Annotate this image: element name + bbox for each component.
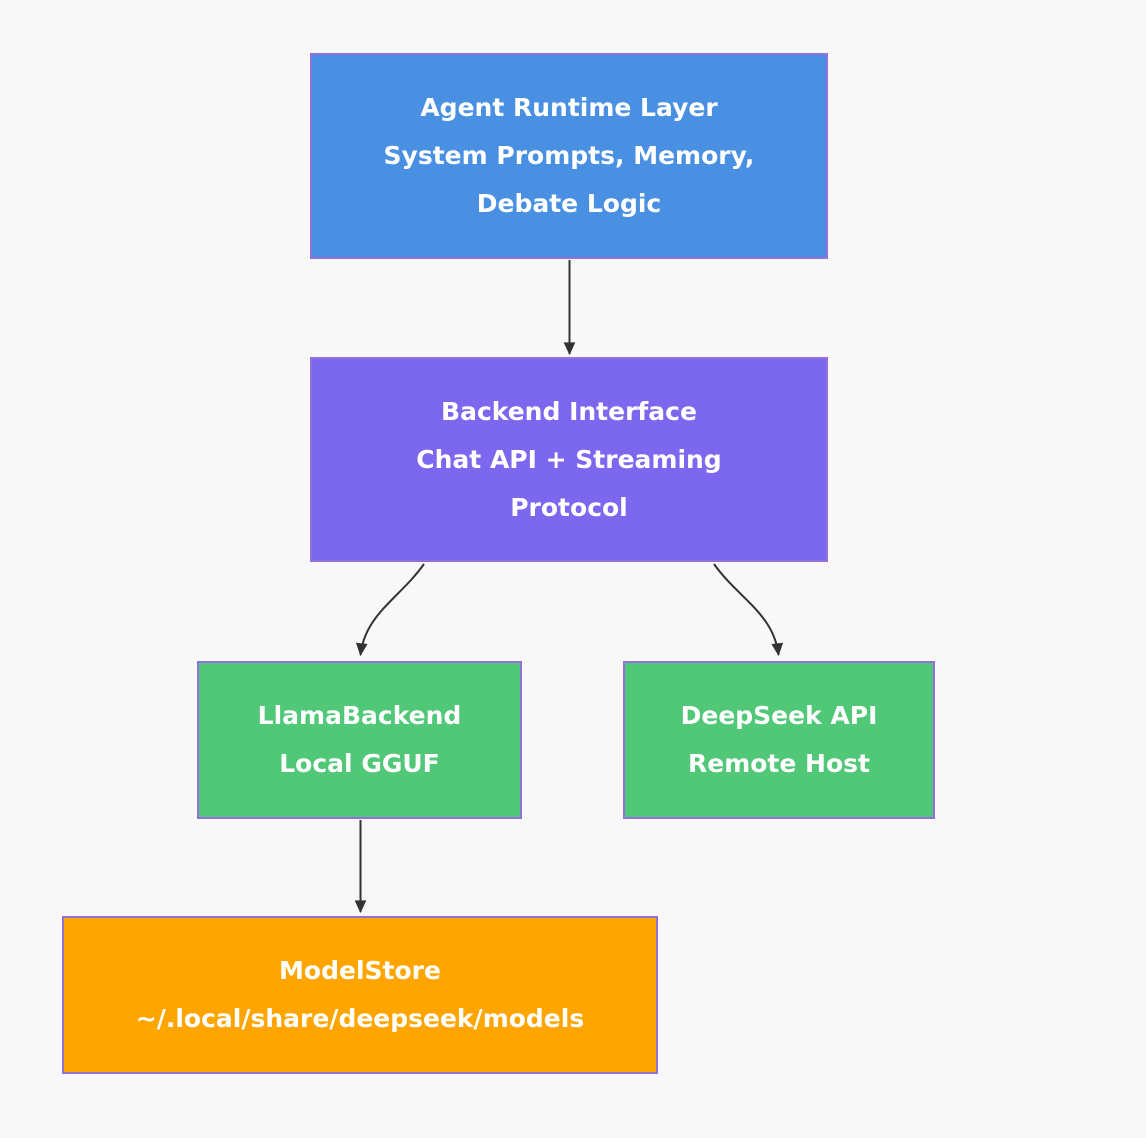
node-label-line: Agent Runtime Layer — [420, 93, 718, 122]
node-label-line: Remote Host — [688, 749, 870, 778]
node-label-line: Debate Logic — [476, 189, 662, 218]
node-backend-interface: Backend Interface Chat API + Streaming P… — [310, 357, 828, 562]
edge-backend-to-deepseek — [713, 563, 784, 657]
node-label-line: LlamaBackend — [257, 701, 462, 730]
node-model-store: ModelStore ~/.local/share/deepseek/model… — [62, 916, 658, 1074]
node-label-line: System Prompts, Memory, — [383, 141, 755, 170]
node-label-line: ModelStore — [279, 956, 441, 985]
node-label-line: ~/.local/share/deepseek/models — [135, 1004, 585, 1033]
node-label-line: Protocol — [510, 492, 628, 522]
node-label-line: Local GGUF — [279, 749, 440, 778]
node-deepseek-api: DeepSeek API Remote Host — [623, 661, 935, 819]
node-label-line: Backend Interface — [441, 396, 697, 426]
node-agent-runtime-layer: Agent Runtime Layer System Prompts, Memo… — [310, 53, 828, 259]
node-llama-backend: LlamaBackend Local GGUF — [197, 661, 522, 819]
node-label-line: DeepSeek API — [680, 701, 878, 730]
node-label-line: Chat API + Streaming — [416, 444, 722, 474]
edge-backend-to-llama — [355, 563, 425, 657]
